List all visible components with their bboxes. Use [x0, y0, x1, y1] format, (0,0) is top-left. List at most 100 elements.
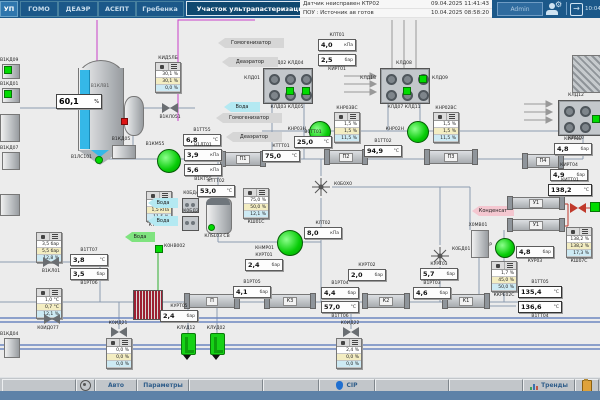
valve[interactable] [343, 327, 359, 337]
hand-mode-icon[interactable] [567, 228, 580, 235]
indicator-unit: °C [226, 188, 232, 194]
hand-mode-icon[interactable] [492, 262, 505, 269]
auto-mode-icon[interactable] [50, 233, 62, 240]
left-equipment-box[interactable] [0, 194, 20, 216]
nav-tab-gomo[interactable]: ГОМО [20, 1, 58, 17]
spray-valve[interactable] [181, 333, 196, 355]
hand-mode-icon[interactable] [156, 63, 169, 70]
section-button[interactable]: Участок ультрапастеризации [186, 1, 318, 16]
pump-tag: В1КМ55 [145, 142, 165, 147]
admin-button[interactable]: Admin [497, 2, 543, 16]
left-equipment-box[interactable] [2, 152, 20, 170]
hand-mode-icon[interactable] [107, 339, 120, 346]
faceplate-row: 2,4 % [337, 347, 361, 354]
user-settings-icon[interactable]: ⚙ [546, 0, 562, 16]
left-equipment-box[interactable] [4, 338, 20, 358]
valve[interactable] [44, 314, 60, 324]
hx-port [580, 122, 591, 133]
hand-mode-icon[interactable] [37, 233, 50, 240]
user-icon [546, 10, 558, 15]
tube-label: П1 [235, 154, 251, 164]
left-equipment-box[interactable] [0, 114, 20, 142]
auto-mode-icon[interactable] [505, 262, 517, 269]
equipment-tag: В1КД04 [0, 332, 19, 337]
flow-flag: Вода [148, 198, 178, 208]
faceplate-row: 0,0 % [337, 354, 361, 361]
pump[interactable] [495, 238, 515, 258]
heat-exchanger-1[interactable] [263, 68, 313, 104]
hand-mode-icon[interactable] [434, 113, 447, 120]
heat-exchanger-2[interactable] [380, 68, 430, 104]
auto-mode-icon[interactable] [50, 289, 62, 296]
indicator-tag: КУР03 [527, 259, 543, 264]
nav-tab-deaer[interactable]: ДЕАЭР [58, 1, 98, 17]
hx-port [386, 74, 397, 85]
valve[interactable] [162, 103, 178, 113]
faceplate-row: 138,2 % [567, 243, 591, 250]
hx-port [418, 90, 429, 101]
auto-mode-icon[interactable] [447, 113, 459, 120]
hx-port [564, 106, 575, 117]
faceplate-mode-row [107, 339, 131, 347]
indicator-tag: КИРТ04 [560, 163, 578, 168]
auto-mode-icon[interactable] [348, 113, 360, 120]
hand-mode-icon[interactable] [244, 189, 257, 196]
hand-mode-icon[interactable] [337, 339, 350, 346]
controller-faceplate[interactable]: 2,4 %0,0 %0,0 % [336, 338, 362, 369]
indicator-value: 75,0 [265, 152, 282, 160]
pump[interactable] [277, 230, 303, 256]
indicator-value: 138,2 [551, 186, 572, 194]
valve-condensate[interactable] [570, 203, 586, 213]
radiator-block [572, 55, 600, 93]
status-square [592, 115, 600, 123]
heat-exchanger-3[interactable] [558, 100, 600, 136]
hand-mode-icon[interactable] [335, 113, 348, 120]
alarm-panel[interactable]: Датчик неисправен КТР02 09.04.2025 11:41… [300, 0, 492, 18]
equipment-tag: КЛД03 КЛД05 [270, 105, 304, 110]
nav-tab-asept[interactable]: АСЕПТ [98, 1, 136, 17]
level-sensor-dot [208, 224, 215, 231]
flow-flag: Гомогенизатор [218, 38, 284, 48]
hand-mode-icon[interactable] [37, 289, 50, 296]
bottom-toolbar: Авто Параметры CIP Тренды [0, 377, 600, 392]
spray-valve[interactable] [210, 333, 225, 355]
indicator-unit: бар [96, 271, 105, 277]
auto-mode-icon[interactable] [350, 339, 362, 346]
fan-tag: К0БД01 [452, 247, 471, 252]
pump-tag: КНР02Н [385, 127, 404, 132]
faceplate-mode-row [37, 289, 61, 297]
indicator-tag: В1РТ05 [243, 280, 261, 285]
pump[interactable] [157, 149, 181, 173]
controller-faceplate[interactable]: 0,0 %0,0 %0,0 % [106, 338, 132, 369]
pump[interactable] [407, 121, 429, 143]
auto-mode-icon[interactable] [169, 63, 181, 70]
faceplate-row: 1,5 % [335, 128, 359, 135]
hand-mode-icon[interactable] [147, 192, 160, 199]
tank-level-indicator[interactable]: 60,1 % [56, 94, 102, 109]
logout-icon[interactable]: → [570, 3, 583, 16]
indicator-unit: бар [271, 262, 280, 268]
faceplate-mode-row [37, 233, 61, 241]
valve[interactable] [43, 257, 59, 267]
auto-mode-icon[interactable] [120, 339, 132, 346]
faceplate-row: 50,0 % [244, 204, 268, 211]
auto-mode-icon[interactable] [257, 189, 269, 196]
nav-tab-up[interactable]: УП [0, 1, 18, 17]
auto-mode-icon[interactable] [580, 228, 592, 235]
auto-mode-icon[interactable] [160, 192, 172, 199]
valve[interactable] [111, 327, 127, 337]
nav-tab-grebenka[interactable]: Гребенка [136, 1, 184, 17]
